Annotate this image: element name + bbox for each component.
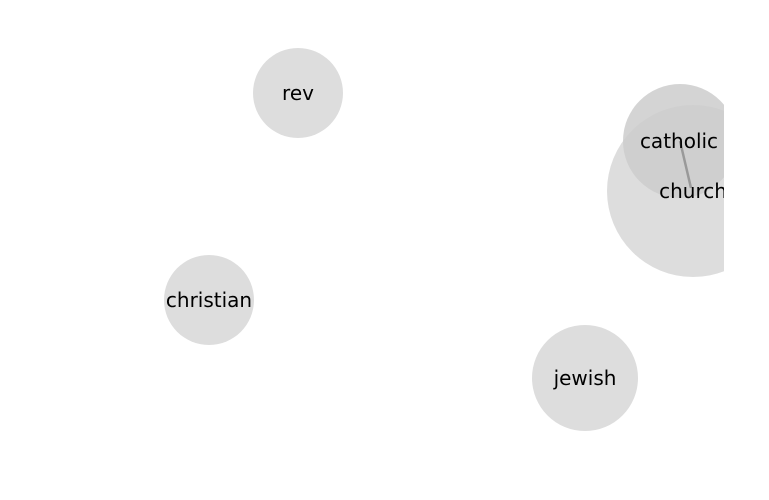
node-catholic[interactable]	[623, 84, 737, 198]
node-christian[interactable]	[164, 255, 254, 345]
node-rev[interactable]	[253, 48, 343, 138]
edge-catholic-church	[678, 140, 693, 189]
node-jewish[interactable]	[532, 325, 638, 431]
node-label-rev: rev	[282, 81, 314, 105]
node-label-catholic: catholic	[640, 129, 718, 153]
node-label-church: church	[659, 179, 727, 203]
node-label-christian: christian	[166, 288, 252, 312]
node-label-jewish: jewish	[553, 366, 617, 390]
